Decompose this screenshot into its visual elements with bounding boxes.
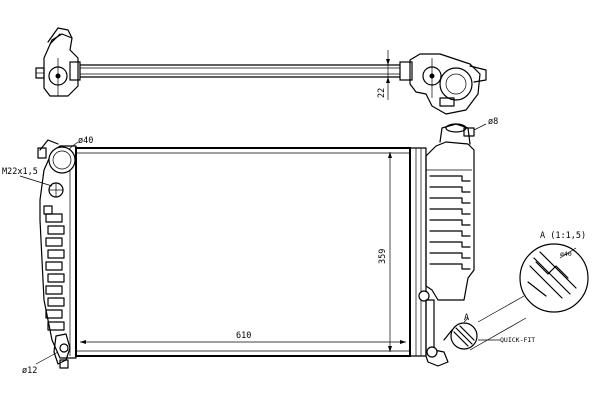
tank-baffle: [429, 241, 471, 248]
tank-baffle: [429, 197, 471, 204]
top-right-diameter-label: ø8: [488, 117, 498, 127]
tank-rib: [45, 285, 63, 295]
dimension-width-label: 610: [236, 331, 251, 341]
tank-rib: [47, 321, 65, 331]
front-view: 610 359 ø40 M22x1,5 ø12 ø8 A QUICK-FIT: [2, 117, 535, 376]
detail-title-label: A (1:1,5): [540, 231, 586, 241]
thread-size-label: M22x1,5: [2, 167, 38, 177]
dimension-thickness: [386, 50, 390, 100]
dimension-height-label: 359: [378, 249, 388, 264]
detail-diameter-label: ø40: [560, 250, 572, 258]
detail-marker-label: A: [464, 313, 469, 323]
tank-baffle: [429, 175, 471, 182]
inlet-diameter-label: ø40: [78, 136, 93, 146]
tank-ribs: [45, 213, 65, 331]
detail-view-a: A (1:1,5) ø40: [469, 231, 589, 351]
tank-baffle: [429, 230, 471, 237]
tank-baffle: [429, 219, 471, 226]
tank-rib: [47, 249, 65, 259]
tank-rib: [45, 213, 63, 223]
dimension-height: [388, 152, 392, 352]
top-view: 22: [35, 27, 487, 115]
tank-baffle: [429, 263, 471, 270]
tank-baffle: [429, 252, 471, 259]
quick-fit-label: QUICK-FIT: [500, 336, 535, 344]
tank-rib: [45, 237, 63, 247]
tank-rib: [45, 309, 63, 319]
tank-rib: [47, 297, 65, 307]
tank-rib: [47, 225, 65, 235]
radiator-core: [75, 147, 411, 357]
left-inlet-fitting: [35, 27, 79, 97]
dimension-width: [80, 340, 406, 344]
tank-rib: [47, 273, 65, 283]
left-side-tank: [37, 139, 77, 369]
bottom-diameter-label: ø12: [22, 366, 37, 376]
tank-baffles: [429, 175, 471, 270]
right-outlet-fitting: [409, 53, 487, 115]
detail-circle: [519, 243, 589, 313]
right-side-tank: [409, 123, 478, 367]
tank-baffle: [429, 208, 471, 215]
tank-rib: [45, 261, 63, 271]
tank-baffle: [429, 186, 471, 193]
dimension-thickness-label: 22: [377, 88, 387, 98]
